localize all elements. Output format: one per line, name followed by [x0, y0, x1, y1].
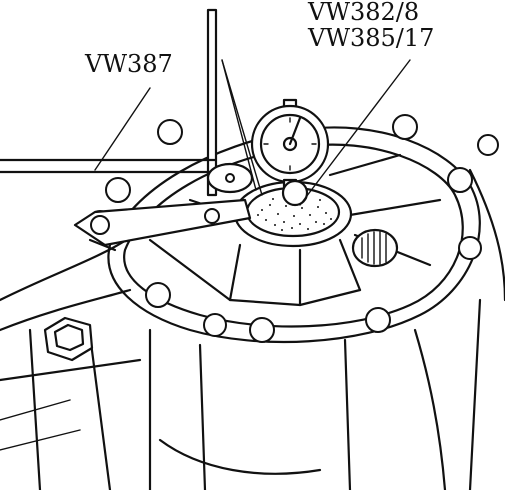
dial-gauge [250, 98, 330, 207]
splined-shaft [351, 228, 399, 268]
label-vw382-8: VW382/8 [307, 0, 419, 26]
label-vw387: VW387 [84, 50, 173, 78]
gauge-holder-bar [73, 198, 252, 252]
cover-bolts [88, 114, 499, 343]
transmission-housing [0, 168, 505, 490]
label-vw385-17: VW385/17 [307, 24, 434, 52]
tool-rods [0, 8, 254, 197]
hex-drain-plug [43, 316, 94, 362]
leader-lines [94, 59, 411, 206]
measuring-plate [233, 180, 353, 248]
